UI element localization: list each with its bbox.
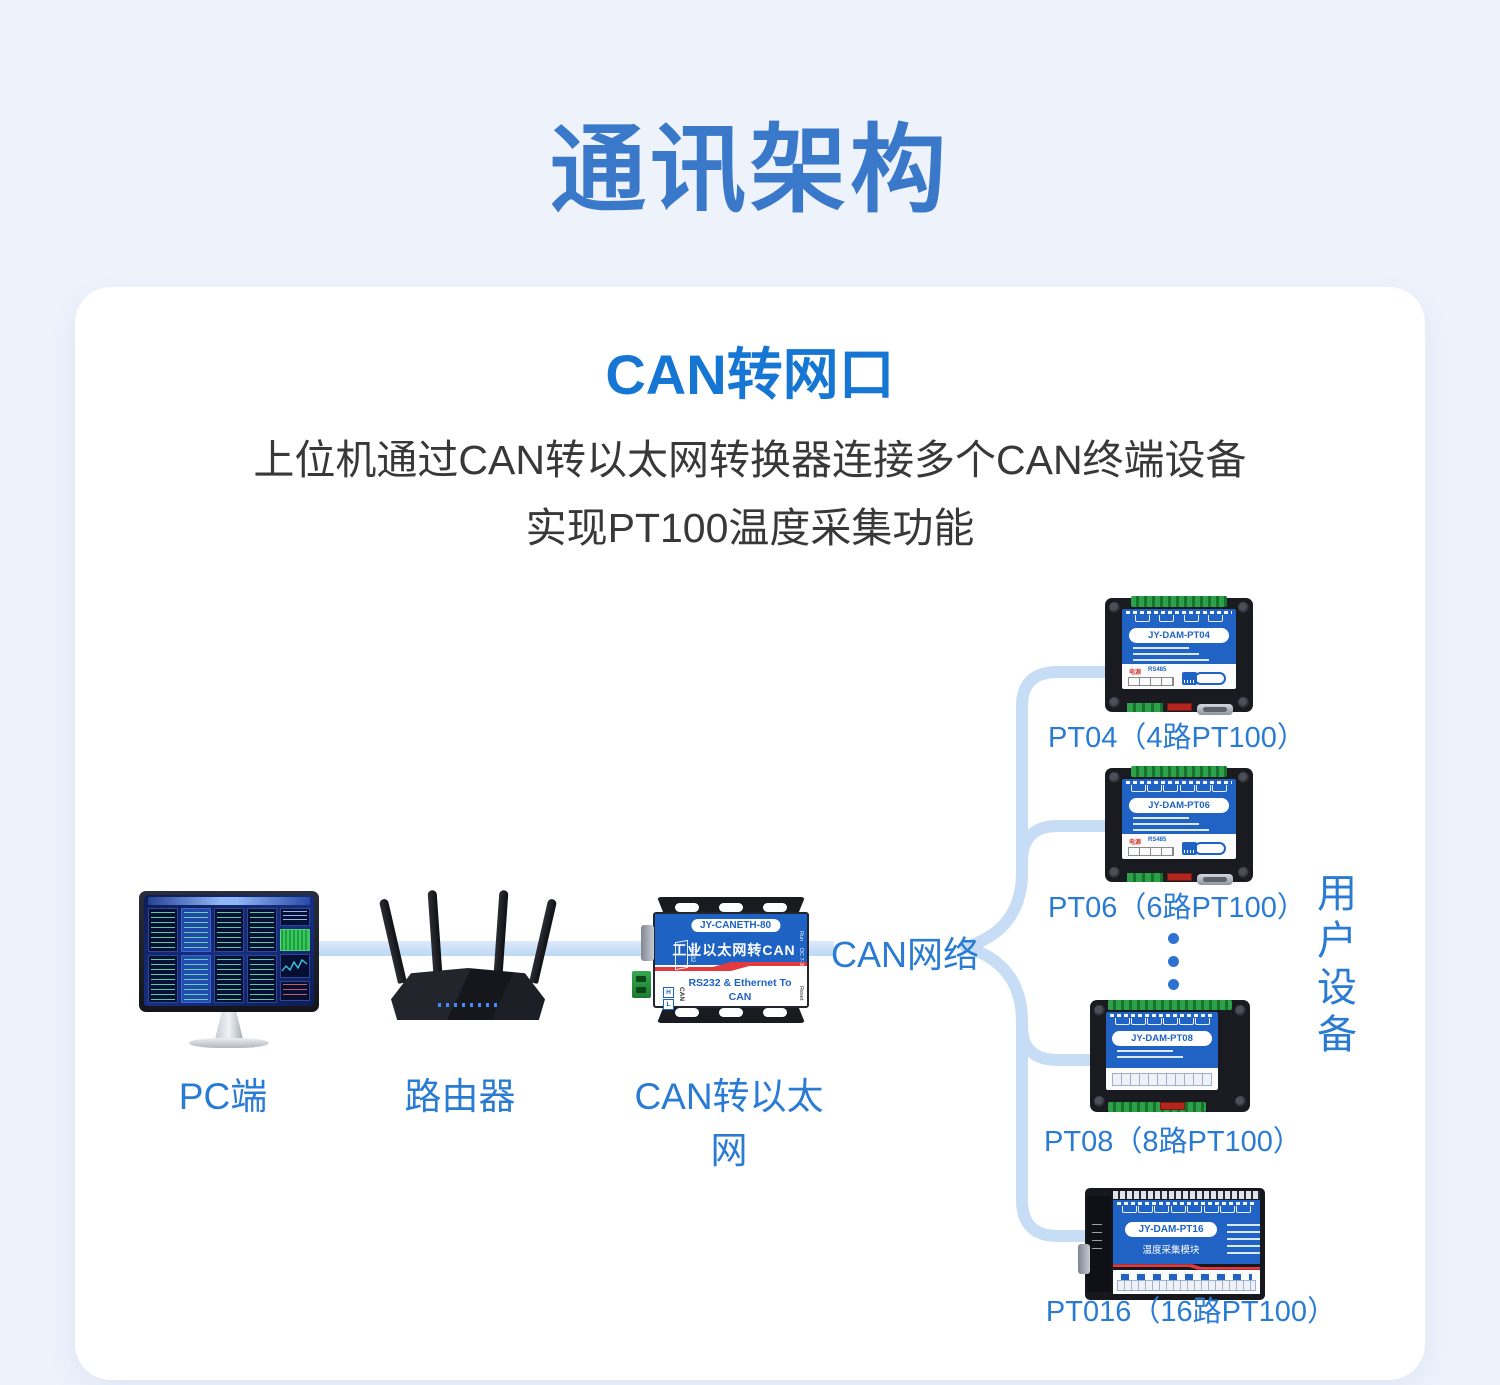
reset-button-label: Reset: [798, 986, 804, 1001]
router-antenna: [493, 889, 509, 984]
converter-model-label: JY-CANETH-80: [690, 919, 781, 932]
pt16-face: JY-DAM-PT16 温度采集模块: [1113, 1200, 1260, 1264]
can-terminal-markers: H L: [663, 987, 674, 1011]
terminal-marks: [1126, 781, 1232, 784]
pt16-subtitle-label: 温度采集模块: [1142, 1245, 1200, 1256]
converter-red-stripe: [655, 962, 807, 971]
router-node-label: 路由器: [404, 1076, 516, 1117]
db9-serial-connector: [1197, 874, 1233, 885]
monitor-stand-neck: [215, 1012, 243, 1039]
power-port-label: 电源: [1129, 670, 1142, 676]
terminal-strip-top: [1131, 596, 1227, 607]
bottom-green-terminal: [1127, 703, 1163, 712]
pt16-red-stripe: [1113, 1264, 1260, 1270]
can-ethernet-converter: JY-CANETH-80 工业以太网转CAN RS232 & Ethernet …: [632, 897, 817, 1023]
pt16-body: JY-DAM-PT16 温度采集模块: [1078, 1188, 1265, 1300]
can-green-terminal: [632, 971, 651, 998]
db9-port-icon: [1194, 842, 1226, 855]
channel-clips: [1113, 1206, 1260, 1215]
user-devices-vertical-label: 用户设备: [1311, 872, 1355, 1060]
router-antenna: [427, 889, 443, 984]
card-description-line2: 实现PT100温度采集功能: [525, 505, 975, 551]
dip-switch: [1167, 873, 1192, 881]
db9-serial-connector: [1078, 1244, 1090, 1274]
pt04-face: JY-DAM-PT04 电源 RS485: [1122, 609, 1236, 689]
terminal-marks: [1117, 1202, 1256, 1205]
router-body: [391, 968, 545, 1020]
terminal-number-boxes: [1128, 847, 1174, 856]
router: [378, 889, 558, 1025]
device-pt16: JY-DAM-PT16 温度采集模块: [1078, 1188, 1265, 1302]
pt04-body: JY-DAM-PT04 电源 RS485: [1105, 596, 1253, 715]
pt04-caption: PT04（4路PT100）: [1048, 722, 1306, 754]
rs232-port-outline: [675, 939, 688, 971]
can-port-label: CAN: [678, 987, 685, 1002]
power-port-label: 电源: [1129, 840, 1142, 846]
converter-subtitle-label: RS232 & Ethernet To CAN: [688, 977, 792, 1003]
dashboard-title-bar: [148, 897, 310, 905]
pc-monitor: [139, 891, 319, 1055]
dashboard-line-chart: [280, 954, 310, 978]
pt16-port-strip: [1113, 1270, 1260, 1294]
terminal-marks: [1126, 611, 1232, 614]
pt06-model-label: JY-DAM-PT06: [1129, 798, 1229, 813]
monitor-bezel: [139, 891, 319, 1012]
converter-node-label: CAN转以太网: [634, 1076, 824, 1171]
pt016-caption: PT016（16路PT100）: [1045, 1296, 1337, 1328]
page-title: 通讯架构: [550, 117, 950, 224]
pt06-face: JY-DAM-PT06 电源 RS485: [1122, 779, 1236, 859]
monitor-stand-base: [189, 1038, 269, 1048]
pt08-caption: PT08（8路PT100）: [1044, 1126, 1302, 1158]
dashboard-green-chart: [280, 929, 310, 951]
db9-port-icon: [1194, 672, 1226, 685]
converter-name-label: 工业以太网转CAN: [672, 942, 796, 958]
pt08-body: JY-DAM-PT08: [1090, 1000, 1250, 1112]
converter-body: JY-CANETH-80 工业以太网转CAN RS232 & Ethernet …: [653, 912, 809, 1011]
more-devices-ellipsis: [1168, 933, 1179, 1002]
dip-switch: [1160, 1102, 1185, 1110]
rs485-port-label: RS485: [1148, 667, 1167, 673]
device-pt08: JY-DAM-PT08: [1090, 998, 1250, 1116]
pt04-port-strip: 电源 RS485: [1122, 664, 1236, 689]
channel-clips: [1106, 1018, 1218, 1027]
ethernet-port-icon: [1182, 842, 1197, 855]
pt04-model-label: JY-DAM-PT04: [1129, 628, 1229, 643]
pc-node-label: PC端: [178, 1076, 268, 1117]
ethernet-port-icon: [1182, 672, 1197, 685]
terminal-number-boxes: [1128, 677, 1174, 686]
channel-clips: [1122, 785, 1236, 794]
dip-switch: [1167, 703, 1192, 711]
card-description-line1: 上位机通过CAN转以太网转换器连接多个CAN终端设备: [253, 437, 1247, 483]
router-led-row: [438, 1003, 498, 1007]
pt08-face: JY-DAM-PT08: [1106, 1012, 1218, 1090]
device-pt04: JY-DAM-PT04 电源 RS485: [1105, 595, 1253, 721]
card-heading: CAN转网口: [605, 343, 895, 406]
pt06-caption: PT06（6路PT100）: [1048, 892, 1306, 924]
monitor-screen-dashboard: [144, 895, 314, 1006]
pt06-port-strip: 电源 RS485: [1122, 834, 1236, 859]
pt08-model-label: JY-DAM-PT08: [1112, 1031, 1212, 1046]
channel-clips: [1122, 615, 1236, 624]
can-network-label: CAN网络: [831, 934, 980, 975]
terminal-strip-top: [1131, 766, 1227, 777]
bottom-green-terminal: [1127, 873, 1163, 882]
power-input-label: DC 7-30V: [798, 948, 804, 973]
terminal-marks: [1110, 1014, 1214, 1017]
device-pt06: JY-DAM-PT06 电源 RS485: [1105, 765, 1253, 891]
terminal-strip-top: [1108, 1000, 1232, 1010]
run-led-label: Run: [798, 931, 804, 942]
pt16-model-label: JY-DAM-PT16: [1125, 1222, 1217, 1237]
db9-serial-connector: [1197, 704, 1233, 715]
terminal-strip-top: [1113, 1191, 1260, 1199]
left-rail: [1087, 1196, 1111, 1292]
pt08-port-strip: [1106, 1068, 1218, 1090]
rs232-port-label: RS232: [689, 944, 695, 963]
terminal-strip-bottom: [1108, 1102, 1206, 1112]
rs485-port-label: RS485: [1148, 837, 1167, 843]
pt06-body: JY-DAM-PT06 电源 RS485: [1105, 766, 1253, 885]
db9-serial-connector: [641, 925, 654, 961]
